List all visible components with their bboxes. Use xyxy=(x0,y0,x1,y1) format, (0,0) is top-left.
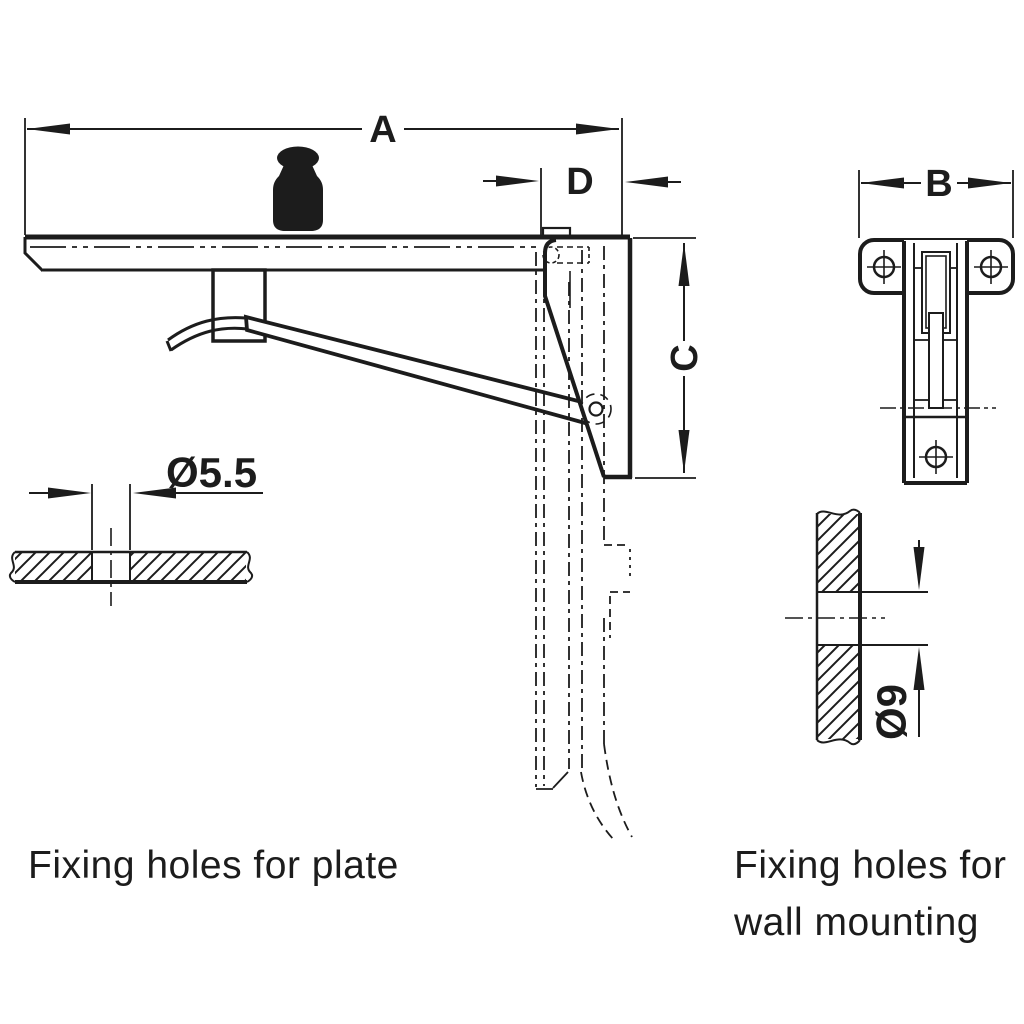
arrowhead-left xyxy=(133,487,176,499)
arrowhead-up xyxy=(913,647,925,690)
screw-hole-right xyxy=(974,250,1008,284)
shelf-left-end xyxy=(23,237,45,273)
folded-position-phantom xyxy=(535,246,633,842)
strut-hook xyxy=(165,316,249,352)
bracket-front-edge xyxy=(543,238,606,478)
pivot-arc xyxy=(580,393,612,425)
dim-b-label: B xyxy=(925,163,952,205)
side-view xyxy=(23,226,633,842)
caption-plate: Fixing holes for plate xyxy=(28,844,399,887)
dimension-b: B xyxy=(858,163,1014,238)
plate-hole-detail: Ø5.5 xyxy=(8,449,263,606)
caption-wall-line1: Fixing holes for xyxy=(734,844,1006,887)
folded-arm xyxy=(928,312,944,409)
dimension-a: A xyxy=(24,109,623,235)
bracket-body-fill xyxy=(545,239,630,478)
dim-a-label: A xyxy=(369,109,396,151)
arrowhead-right xyxy=(496,175,539,187)
arrowhead-left xyxy=(861,177,904,189)
dimension-plate-hole: Ø5.5 xyxy=(29,449,263,550)
caption-wall-line2: wall mounting xyxy=(733,901,979,944)
arrowhead-down xyxy=(678,430,690,473)
screw-hole-left xyxy=(867,250,901,284)
wall-break-bottom xyxy=(816,738,861,746)
plate-break-left xyxy=(8,551,16,583)
pivot-rivet xyxy=(588,401,604,417)
dimension-d: D xyxy=(483,161,681,235)
dim-d-label: D xyxy=(566,161,593,203)
wall-hole-dia-label: Ø9 xyxy=(868,684,915,740)
dimension-c: C xyxy=(633,237,706,479)
arrowhead-up xyxy=(678,243,690,286)
arrowhead-right xyxy=(48,487,91,499)
wall-break-top xyxy=(816,508,861,516)
screw-hole-bottom xyxy=(919,440,953,474)
wall-section-detail: Ø9 xyxy=(785,508,928,746)
arrowhead-down xyxy=(913,547,925,590)
latch-hidden-lines xyxy=(542,246,590,308)
dimension-wall-hole: Ø9 xyxy=(868,540,925,740)
arrowhead-left xyxy=(27,123,70,135)
plate-break-right xyxy=(246,551,254,583)
arrowhead-left xyxy=(625,176,668,188)
arrowhead-right xyxy=(968,177,1011,189)
plate-hole-dia-label: Ø5.5 xyxy=(166,449,257,496)
arrowhead-right xyxy=(576,123,619,135)
dim-c-label: C xyxy=(664,344,706,371)
front-view: B xyxy=(858,163,1015,485)
folding-strut xyxy=(243,314,593,426)
weight-icon xyxy=(273,146,323,231)
